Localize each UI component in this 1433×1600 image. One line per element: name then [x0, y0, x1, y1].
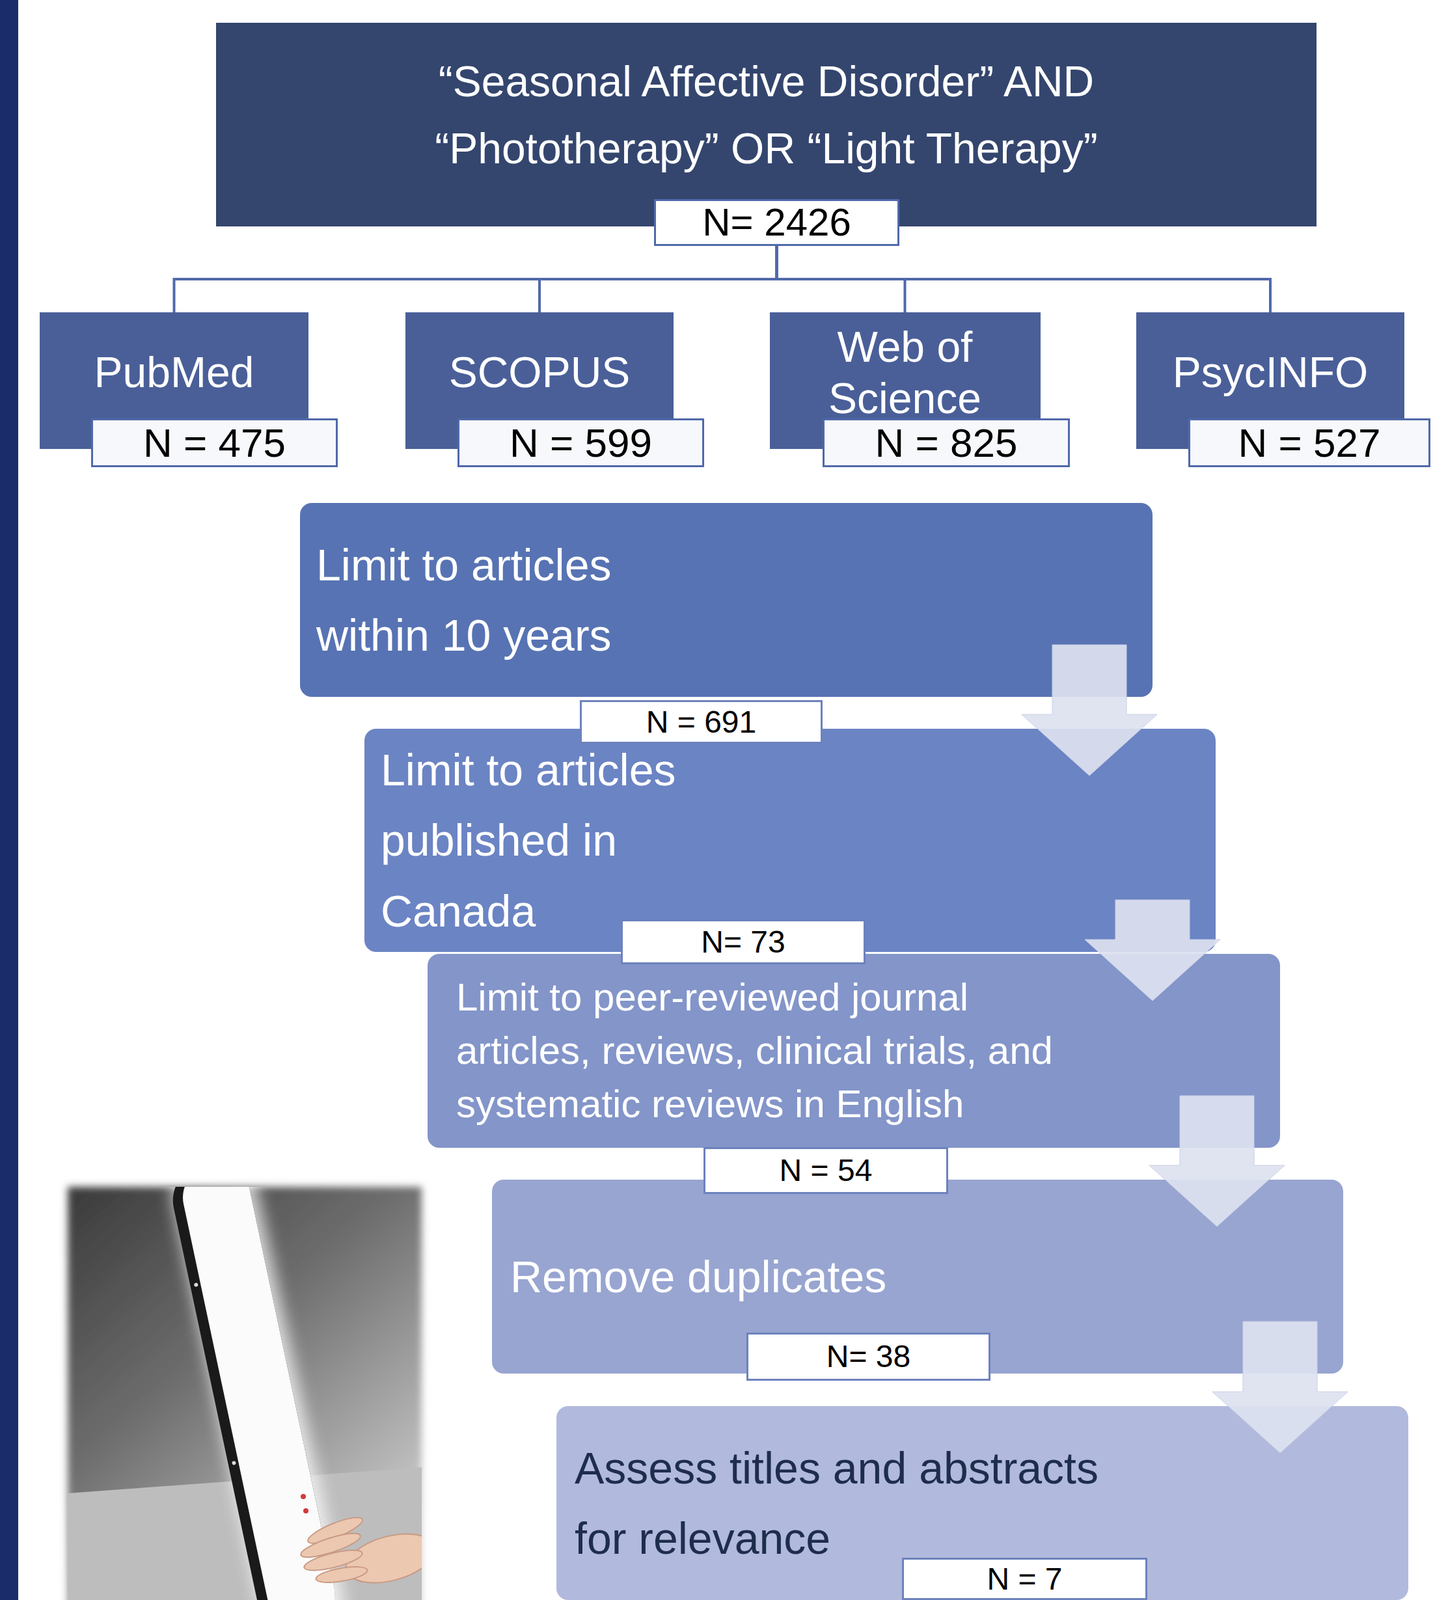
- count-box: N= 38: [746, 1332, 991, 1381]
- node-text: PubMed: [94, 346, 255, 399]
- count-box: N = 54: [703, 1147, 949, 1195]
- lamp-photo: [67, 1147, 440, 1600]
- node-text: N= 38: [826, 1341, 911, 1373]
- node-text: N= 2426: [702, 203, 852, 243]
- node-text: N= 73: [700, 926, 785, 958]
- tree-connector: [539, 245, 778, 313]
- filter-step-box: Limit to articles within 10 years: [300, 503, 1153, 697]
- node-text: N = 691: [646, 706, 757, 738]
- node-text: N = 599: [509, 423, 653, 464]
- count-box: N = 825: [822, 418, 1070, 468]
- node-text: Limit to articles within 10 years: [316, 529, 707, 671]
- count-box: N = 599: [457, 418, 705, 468]
- node-text: Remove duplicates: [510, 1241, 887, 1312]
- node-text: N = 7: [986, 1563, 1063, 1596]
- node-text: N = 54: [779, 1155, 873, 1187]
- node-text: Web of Science: [781, 321, 1029, 425]
- count-box: N = 527: [1188, 418, 1431, 468]
- lamp-dot: [231, 1460, 237, 1466]
- node-text: N = 527: [1238, 423, 1381, 464]
- tree-connector: [777, 245, 1271, 313]
- node-text: SCOPUS: [449, 346, 631, 399]
- tree-connector: [174, 245, 778, 313]
- count-box: N= 73: [620, 919, 866, 965]
- lamp-dot: [193, 1282, 199, 1288]
- node-text: Limit to articles published in Canada: [380, 734, 772, 946]
- node-text: PsycINFO: [1172, 346, 1369, 399]
- count-box: N = 475: [91, 418, 338, 468]
- side-bar: [0, 0, 19, 1600]
- hand: [298, 1513, 422, 1592]
- count-box: N = 7: [901, 1557, 1148, 1600]
- lamp-button: [300, 1494, 306, 1500]
- node-text: N = 825: [875, 423, 1018, 464]
- count-box: N = 691: [579, 700, 823, 744]
- node-text: Assess titles and abstracts for relevanc…: [574, 1433, 1128, 1574]
- node-text: “Seasonal Affective Disorder” AND “Photo…: [311, 48, 1223, 182]
- count-box: N= 2426: [654, 199, 900, 246]
- node-text: N = 475: [143, 423, 286, 464]
- node-text: Limit to peer-reviewed journal articles,…: [456, 970, 1088, 1132]
- search-query-box: “Seasonal Affective Disorder” AND “Photo…: [216, 22, 1317, 227]
- lamp-button: [303, 1508, 309, 1514]
- photo-content: [67, 1187, 422, 1600]
